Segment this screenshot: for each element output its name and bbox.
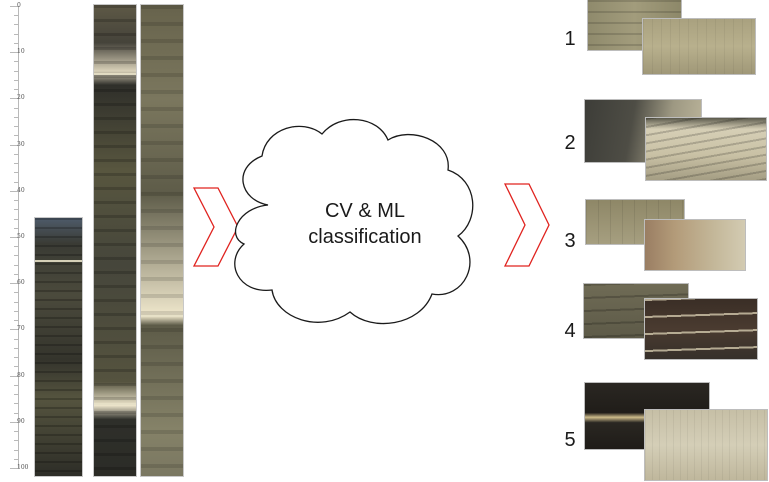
ruler-minor-tick bbox=[10, 52, 18, 54]
ruler-tick-label: 60 bbox=[17, 279, 25, 287]
ruler-minor-tick bbox=[14, 116, 18, 118]
ruler-minor-tick bbox=[14, 89, 18, 91]
ruler-minor-tick bbox=[14, 61, 18, 63]
class-2-sample-b bbox=[646, 118, 766, 180]
ruler-minor-tick bbox=[10, 237, 18, 238]
class-number-1: 1 bbox=[564, 28, 576, 50]
core-fracture bbox=[94, 403, 136, 405]
ruler-minor-tick bbox=[14, 24, 18, 26]
ruler-minor-tick bbox=[10, 283, 18, 285]
process-label: CV & ML classification bbox=[270, 198, 460, 250]
ruler-tick-label: 90 bbox=[17, 417, 25, 425]
chevron-arrow-right bbox=[503, 183, 550, 267]
ruler-minor-tick bbox=[14, 107, 18, 109]
ruler-minor-tick bbox=[14, 200, 18, 202]
ruler-tick-label: 10 bbox=[17, 48, 25, 56]
ruler-minor-tick bbox=[14, 412, 18, 414]
ruler-minor-tick bbox=[14, 366, 18, 368]
ruler-minor-tick bbox=[14, 79, 18, 81]
ruler-minor-tick bbox=[10, 375, 18, 377]
class-number-5: 5 bbox=[564, 429, 576, 451]
ruler-tick-label: 100 bbox=[17, 464, 29, 471]
ruler-minor-tick bbox=[14, 246, 18, 248]
ruler-minor-tick bbox=[14, 431, 18, 433]
ruler-tick-label: 20 bbox=[17, 94, 25, 102]
ruler-tick-label: 40 bbox=[17, 186, 25, 194]
ruler-axis bbox=[18, 6, 19, 468]
ruler-tick-label: 80 bbox=[17, 371, 25, 379]
process-label-line2: classification bbox=[308, 226, 422, 248]
core-fracture bbox=[94, 73, 136, 75]
ruler-minor-tick bbox=[14, 347, 18, 349]
ruler-minor-tick bbox=[10, 6, 18, 7]
ruler-minor-tick bbox=[10, 144, 18, 146]
ruler-minor-tick bbox=[14, 42, 18, 44]
ruler-minor-tick bbox=[14, 33, 18, 35]
classification-cloud bbox=[234, 119, 474, 325]
ruler-minor-tick bbox=[10, 190, 18, 192]
ruler-minor-tick bbox=[14, 449, 18, 451]
ruler-minor-tick bbox=[14, 394, 18, 396]
ruler-minor-tick bbox=[14, 310, 18, 312]
class-1-sample-b bbox=[643, 19, 755, 74]
ruler-minor-tick bbox=[14, 403, 18, 405]
chevron-arrow-left bbox=[192, 187, 239, 267]
ruler-minor-tick bbox=[10, 329, 18, 331]
depth-ruler: 0 10 20 30 40 50 60 70 80 90 100 bbox=[6, 0, 30, 476]
ruler-minor-tick bbox=[14, 181, 18, 183]
class-3-sample-b bbox=[645, 220, 745, 270]
ruler-minor-tick bbox=[14, 135, 18, 137]
core-fracture bbox=[141, 315, 183, 317]
ruler-minor-tick bbox=[14, 172, 18, 174]
ruler-minor-tick bbox=[14, 338, 18, 340]
process-label-line1: CV & ML bbox=[324, 200, 406, 222]
ruler-minor-tick bbox=[14, 357, 18, 359]
core-column-right bbox=[141, 5, 183, 476]
class-number-2: 2 bbox=[564, 132, 576, 154]
ruler-minor-tick bbox=[14, 15, 18, 17]
ruler-minor-tick bbox=[14, 227, 18, 229]
ruler-minor-tick bbox=[14, 209, 18, 211]
ruler-minor-tick bbox=[14, 126, 18, 128]
class-4-sample-b bbox=[645, 299, 757, 359]
class-number-3: 3 bbox=[564, 230, 576, 252]
ruler-minor-tick bbox=[14, 458, 18, 460]
ruler-minor-tick bbox=[14, 163, 18, 165]
ruler-tick-label: 70 bbox=[17, 325, 25, 333]
ruler-minor-tick bbox=[14, 440, 18, 442]
ruler-minor-tick bbox=[14, 384, 18, 386]
ruler-tick-label: 0 bbox=[17, 2, 21, 9]
ruler-minor-tick bbox=[14, 218, 18, 220]
core-fracture bbox=[35, 260, 82, 262]
class-5-sample-b bbox=[645, 410, 767, 480]
ruler-minor-tick bbox=[10, 468, 18, 469]
ruler-minor-tick bbox=[14, 292, 18, 294]
ruler-minor-tick bbox=[14, 264, 18, 266]
class-number-4: 4 bbox=[564, 320, 576, 342]
ruler-minor-tick bbox=[10, 421, 18, 423]
ruler-minor-tick bbox=[14, 301, 18, 303]
ruler-minor-tick bbox=[14, 320, 18, 322]
core-column-short bbox=[35, 218, 82, 476]
ruler-minor-tick bbox=[14, 273, 18, 275]
ruler-minor-tick bbox=[14, 70, 18, 72]
ruler-minor-tick bbox=[10, 98, 18, 100]
ruler-minor-tick bbox=[14, 255, 18, 257]
ruler-tick-label: 30 bbox=[17, 140, 25, 148]
core-column-middle bbox=[94, 5, 136, 476]
ruler-minor-tick bbox=[14, 153, 18, 155]
ruler-tick-label: 50 bbox=[17, 233, 25, 240]
